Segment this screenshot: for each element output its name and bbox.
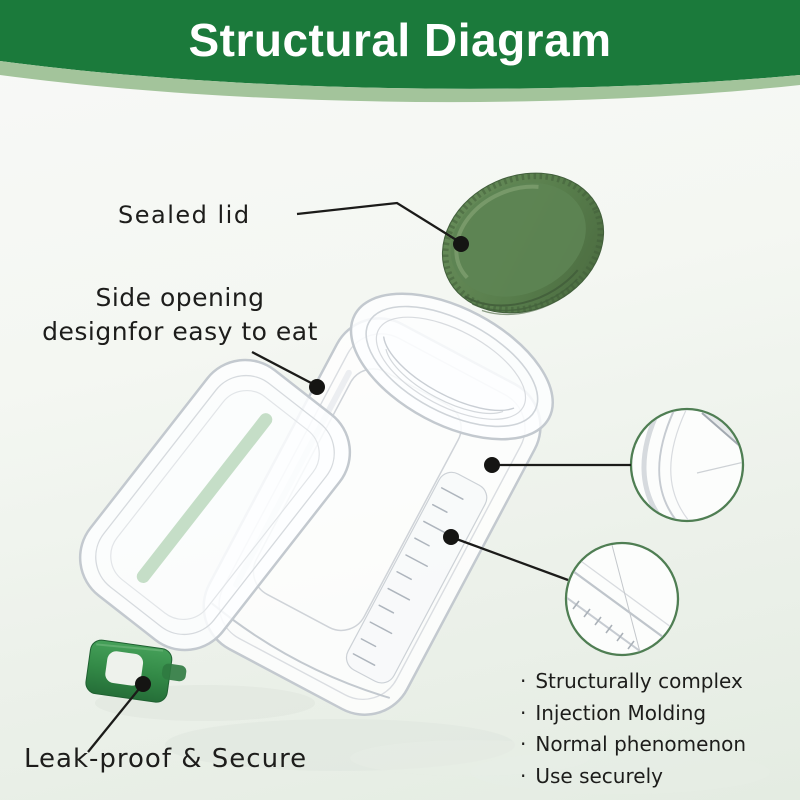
- list-item: · Structurally complex: [520, 666, 746, 698]
- bullet-dot: ·: [520, 732, 527, 756]
- sealed-lid-label: Sealed lid: [118, 201, 251, 229]
- side-flap: [78, 358, 352, 652]
- callout-dot-detail-bottom: [443, 529, 459, 545]
- side-opening-label-line1: Side opening: [95, 283, 265, 312]
- lid-rim-grooves: [464, 269, 579, 316]
- note-text: Structurally complex: [535, 669, 743, 693]
- list-item: · Use securely: [520, 761, 746, 793]
- bullet-dot: ·: [520, 700, 527, 725]
- bullet-dot: ·: [520, 763, 527, 788]
- bullet-dot: ·: [520, 669, 527, 693]
- notes-list: · Structurally complex · Injection Molding…: [520, 666, 746, 792]
- callout-dot-sealed-lid: [453, 236, 469, 252]
- floor-reflection: [95, 685, 770, 794]
- note-text: Normal phenomenon: [535, 732, 747, 756]
- list-item: · Injection Molding: [520, 698, 746, 730]
- container-body: [202, 292, 554, 716]
- callout-lines: [87, 201, 631, 753]
- callout-line-side-opening: [251, 350, 316, 387]
- detail-circle-top: [629, 407, 745, 523]
- leak-proof-label: Leak-proof & Secure: [24, 744, 308, 774]
- flap-gasket: [136, 413, 273, 583]
- callout-dot-side-opening: [309, 379, 325, 395]
- container-mouth: [349, 292, 554, 441]
- callout-dot-leak-proof: [135, 676, 151, 692]
- banner-arc: [0, 0, 800, 103]
- note-text: Use securely: [535, 763, 663, 788]
- side-opening-label: Side opening designfor easy to eat: [10, 281, 350, 349]
- measuring-scale: [345, 471, 488, 684]
- lid-knurl-edge: [442, 173, 604, 313]
- callout-line-sealed-lid: [296, 201, 459, 242]
- side-opening-label-line2: designfor easy to eat: [42, 317, 318, 346]
- callout-line-leak-proof: [87, 683, 144, 753]
- list-item: · Normal phenomenon: [520, 729, 746, 761]
- note-text: Injection Molding: [535, 700, 707, 725]
- lid-illustration: [441, 172, 605, 316]
- callout-dot-detail-top: [484, 457, 500, 473]
- callout-dots: [135, 236, 500, 692]
- page-title: Structural Diagram: [188, 14, 612, 66]
- detail-scale-ticks: [572, 600, 635, 650]
- detail-circle-bottom: [564, 541, 680, 657]
- callout-line-detail-bottom: [450, 535, 569, 582]
